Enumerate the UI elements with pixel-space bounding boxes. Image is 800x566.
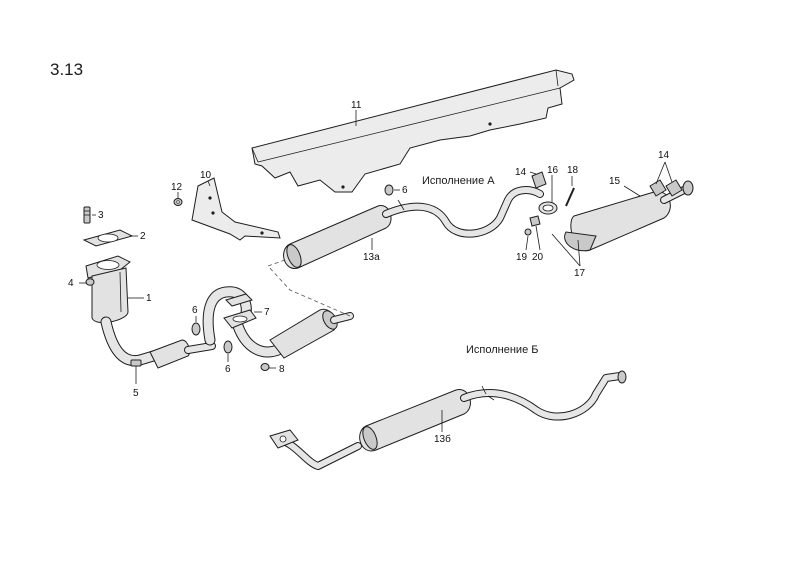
hanger-14b: [649, 179, 683, 197]
catalytic-converter-1: [85, 255, 131, 324]
callout-16: 16: [547, 165, 559, 176]
nut-12: [173, 198, 183, 206]
callout-13a: 13a: [363, 252, 380, 263]
nut-4: [85, 278, 95, 286]
nut-8: [260, 363, 270, 371]
callout-10: 10: [200, 170, 212, 181]
callout-2: 2: [140, 231, 146, 242]
callout-13b: 13б: [434, 433, 451, 445]
bracket-10: [191, 177, 281, 241]
callout-19: 19: [516, 252, 528, 263]
callout-3: 3: [98, 210, 104, 221]
washer-19: [524, 228, 532, 236]
callout-5: 5: [133, 388, 139, 399]
flange-7: [223, 293, 257, 329]
gasket-2: [82, 229, 134, 247]
muffler-13a: [283, 186, 544, 269]
hanger-6-right: [223, 340, 233, 354]
callout-8: 8: [279, 364, 285, 375]
callout-17: 17: [574, 268, 586, 279]
callout-7: 7: [264, 307, 270, 318]
callout-18: 18: [567, 165, 579, 176]
callout-6-top: 6: [402, 185, 408, 196]
clamp-16: [538, 201, 558, 215]
callouts: 3 2 4 1 5 6 6 7 8 10 11 12 13a 6 14 16 1…: [68, 100, 670, 445]
intermediate-pipe: [202, 286, 354, 359]
callout-20: 20: [532, 252, 544, 263]
callout-4: 4: [68, 278, 74, 289]
callout-6-left: 6: [192, 305, 198, 316]
clamp-5: [130, 359, 142, 367]
callout-14-right: 14: [658, 150, 670, 161]
heat-shield-11: [251, 69, 575, 193]
callout-15: 15: [609, 176, 621, 187]
callout-1: 1: [146, 293, 152, 304]
callout-11: 11: [351, 100, 362, 111]
stud-3: [83, 206, 91, 224]
connection-line: [267, 257, 351, 317]
callout-12: 12: [171, 182, 183, 193]
bolt-18: [565, 187, 575, 207]
variant-b-label: Исполнение Б: [466, 344, 539, 356]
figure-number: 3.13: [50, 60, 84, 79]
bracket-14a: [531, 171, 547, 189]
callout-6-right: 6: [225, 364, 231, 375]
muffler-13b: [269, 370, 627, 470]
nut-20: [529, 215, 541, 227]
callout-14-left: 14: [515, 167, 527, 178]
hanger-6-top: [384, 184, 394, 196]
variant-a-label: Исполнение А: [422, 175, 495, 187]
hanger-6-left: [191, 322, 201, 336]
leader-lines: [79, 110, 673, 432]
